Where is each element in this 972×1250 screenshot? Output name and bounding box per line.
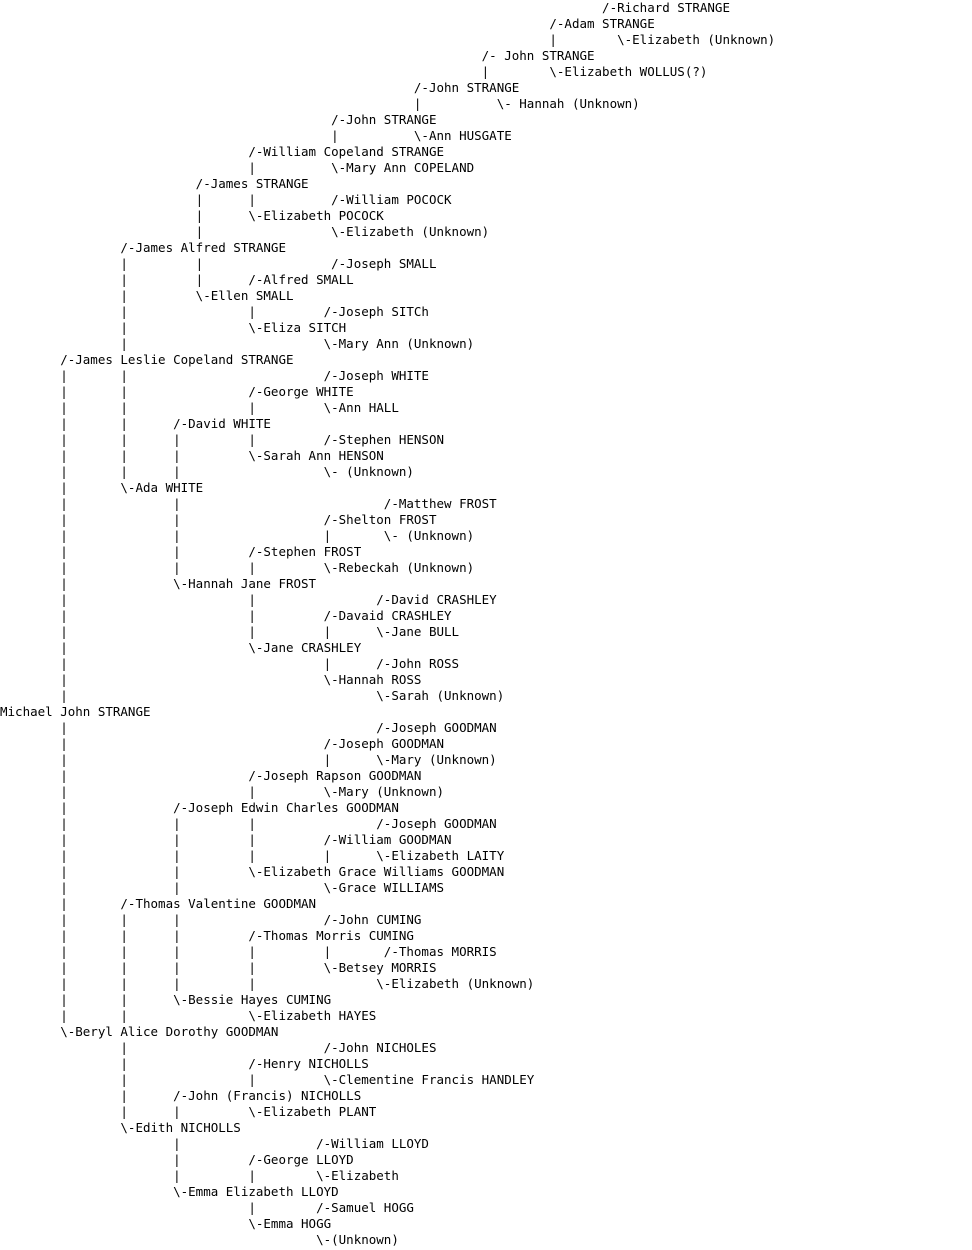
pedigree-line: | | | | \-Elizabeth (Unknown) [0,976,535,991]
pedigree-line: | | /-Joseph SITCh [0,304,429,319]
pedigree-line: | | | \-Jane BULL [0,624,460,639]
pedigree-line: | \-Eliza SITCH [0,320,347,335]
pedigree-line: /-Richard STRANGE [0,0,730,15]
pedigree-line: | /-Thomas Valentine GOODMAN [0,896,317,911]
pedigree-line: | | | | \-Elizabeth LAITY [0,848,505,863]
pedigree-line: | /-John NICHOLES [0,1040,437,1055]
pedigree-line: | \-Hannah ROSS [0,672,422,687]
pedigree-line: | \-Mary Ann COPELAND [0,160,475,175]
pedigree-line: | \-Elizabeth POCOCK [0,208,384,223]
pedigree-line: | | \-Elizabeth Grace Williams GOODMAN [0,864,505,879]
pedigree-line: | | | \- (Unknown) [0,528,475,543]
pedigree-line: | | /-Joseph WHITE [0,368,429,383]
pedigree-line: | | /-Davaid CRASHLEY [0,608,452,623]
pedigree-line: | | \-Mary (Unknown) [0,784,445,799]
pedigree-line: | | \-Elizabeth HAYES [0,1008,377,1023]
pedigree-line: | \-Sarah (Unknown) [0,688,505,703]
pedigree-line: | /-Joseph GOODMAN [0,736,445,751]
pedigree-line: | \-Elizabeth WOLLUS(?) [0,64,708,79]
pedigree-line: | \-Elizabeth (Unknown) [0,224,490,239]
pedigree-line: | | \-Bessie Hayes CUMING [0,992,332,1007]
pedigree-line: /-John STRANGE [0,112,437,127]
pedigree-line: | | /-Joseph SMALL [0,256,437,271]
pedigree-line: | | \-Clementine Francis HANDLEY [0,1072,535,1087]
pedigree-line: | | /-John ROSS [0,656,460,671]
pedigree-line: | \-Hannah Jane FROST [0,576,317,591]
pedigree-line: | | \-Elizabeth PLANT [0,1104,377,1119]
pedigree-line: | /-Samuel HOGG [0,1200,414,1215]
pedigree-line: /-James Alfred STRANGE [0,240,286,255]
pedigree-line: | | /-William POCOCK [0,192,452,207]
pedigree-line: | | /-Stephen FROST [0,544,362,559]
pedigree-line: | | /-David WHITE [0,416,271,431]
pedigree-line: | | /-David CRASHLEY [0,592,497,607]
pedigree-line: Michael John STRANGE [0,704,151,719]
pedigree-line: | | /-Alfred SMALL [0,272,354,287]
pedigree-line: | | | /-John CUMING [0,912,422,927]
pedigree-line: \-(Unknown) [0,1232,399,1247]
pedigree-line: /-Adam STRANGE [0,16,655,31]
pedigree-line: | | | /-Joseph GOODMAN [0,816,497,831]
pedigree-line: /-James Leslie Copeland STRANGE [0,352,294,367]
pedigree-line: | | | /-Thomas Morris CUMING [0,928,414,943]
pedigree-line: | /-Joseph Rapson GOODMAN [0,768,422,783]
pedigree-line: | | | \-Ann HALL [0,400,399,415]
pedigree-line: | /-Henry NICHOLLS [0,1056,369,1071]
pedigree-line: | \- Hannah (Unknown) [0,96,640,111]
pedigree-line: \-Beryl Alice Dorothy GOODMAN [0,1024,279,1039]
pedigree-line: | /-William LLOYD [0,1136,429,1151]
pedigree-line: | \-Mary Ann (Unknown) [0,336,475,351]
pedigree-line: | | /-Matthew FROST [0,496,497,511]
pedigree-line: | \-Ada WHITE [0,480,204,495]
pedigree-line: | /-George LLOYD [0,1152,354,1167]
pedigree-line: /-James STRANGE [0,176,309,191]
pedigree-line: | | /-Shelton FROST [0,512,437,527]
pedigree-line: /-John STRANGE [0,80,520,95]
pedigree-line: | /-Joseph Edwin Charles GOODMAN [0,800,399,815]
pedigree-line: | \-Elizabeth (Unknown) [0,32,776,47]
pedigree-line: | | | \-Sarah Ann HENSON [0,448,384,463]
pedigree-line: | | /-George WHITE [0,384,354,399]
pedigree-line: | | \-Elizabeth [0,1168,399,1183]
pedigree-line: \-Edith NICHOLLS [0,1120,241,1135]
pedigree-line: | | | \-Rebeckah (Unknown) [0,560,475,575]
pedigree-line: | | | | \-Betsey MORRIS [0,960,437,975]
pedigree-line: | /-John (Francis) NICHOLLS [0,1088,362,1103]
pedigree-line: | \-Jane CRASHLEY [0,640,362,655]
pedigree-line: /-William Copeland STRANGE [0,144,445,159]
pedigree-line: \-Emma HOGG [0,1216,332,1231]
pedigree-line: | \-Ann HUSGATE [0,128,512,143]
pedigree-line: | | | /-William GOODMAN [0,832,452,847]
pedigree-line: | | | | | /-Thomas MORRIS [0,944,497,959]
pedigree-line: | | \-Grace WILLIAMS [0,880,445,895]
pedigree-line: | | | \- (Unknown) [0,464,414,479]
pedigree-line: | /-Joseph GOODMAN [0,720,497,735]
pedigree-line: | | \-Mary (Unknown) [0,752,497,767]
pedigree-line: \-Emma Elizabeth LLOYD [0,1184,339,1199]
pedigree-line: | | | | /-Stephen HENSON [0,432,445,447]
pedigree-line: /- John STRANGE [0,48,595,63]
pedigree-line: | \-Ellen SMALL [0,288,294,303]
